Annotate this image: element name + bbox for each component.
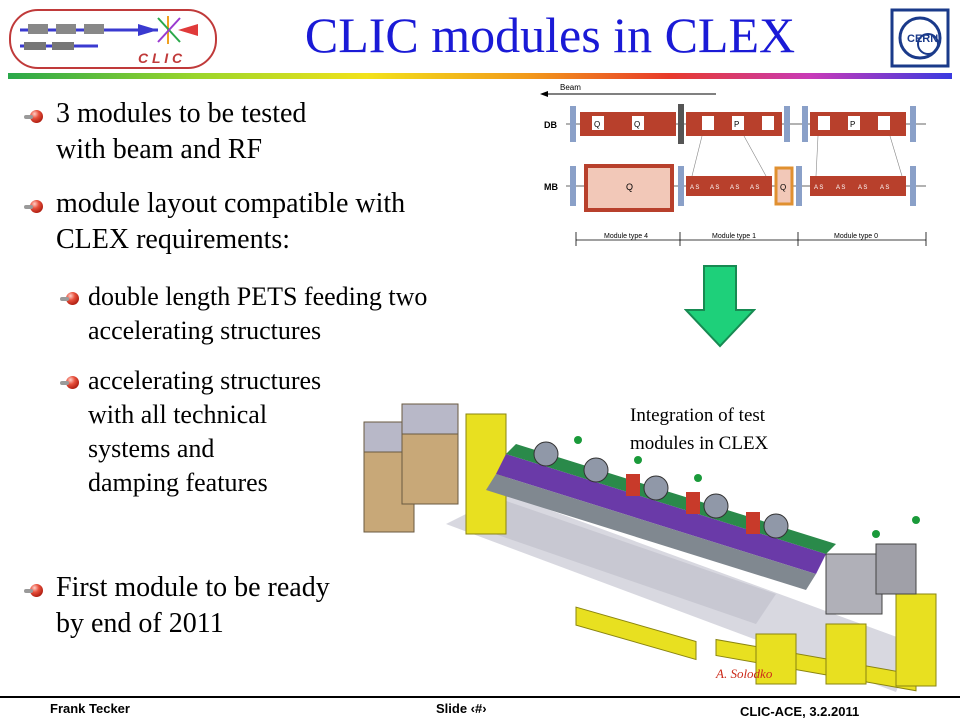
svg-text:Module type 1: Module type 1 <box>712 233 756 240</box>
svg-text:Q: Q <box>780 183 786 192</box>
cern-logo-graphic: CERN <box>890 8 950 68</box>
svg-text:A S: A S <box>858 185 867 191</box>
svg-text:Module type 4: Module type 4 <box>604 233 648 240</box>
sub-bullet-icon <box>60 292 79 305</box>
bullet-2-line-1: module layout compatible with <box>56 188 406 219</box>
svg-text:P: P <box>734 120 739 129</box>
svg-text:Beam: Beam <box>560 83 581 92</box>
bullet-icon <box>24 584 43 597</box>
sub-bullet-2-line-3: systems and <box>88 434 215 463</box>
bullet-3-line-2: by end of 2011 <box>56 608 224 639</box>
title-divider <box>8 73 952 79</box>
sub-bullet-1-line-2: accelerating structures <box>88 316 322 345</box>
svg-text:A S: A S <box>730 185 739 191</box>
bullet-1-line-2: with beam and RF <box>56 134 263 165</box>
svg-text:A S: A S <box>710 185 719 191</box>
svg-text:Module type 0: Module type 0 <box>834 233 878 240</box>
image-credit: A. Solodko <box>716 666 773 681</box>
module-layout-diagram: Beam DB MB Q Q P P Q A S A S A S A S <box>536 82 932 250</box>
sub-bullet-2-line-2: with all technical <box>88 400 268 429</box>
svg-text:DB: DB <box>544 120 557 130</box>
svg-text:P: P <box>850 120 855 129</box>
clex-integration-rendering <box>356 394 950 692</box>
footer-event: CLIC-ACE, 3.2.2011 <box>740 704 860 719</box>
cern-logo: CERN <box>890 8 950 68</box>
bullet-icon <box>24 200 43 213</box>
sub-bullet-2-line-4: damping features <box>88 468 268 497</box>
footer-slide-number: Slide ‹#› <box>436 701 487 716</box>
svg-text:C L I C: C L I C <box>138 50 183 66</box>
svg-text:Q: Q <box>626 182 633 192</box>
sub-bullet-icon <box>60 376 79 389</box>
bullet-3-line-1: First module to be ready <box>56 572 330 603</box>
page-title: CLIC modules in CLEX <box>304 7 796 63</box>
down-arrow-icon <box>683 264 757 348</box>
clic-logo-graphic: C L I C <box>9 9 217 69</box>
clic-logo: C L I C <box>8 8 218 70</box>
bullet-1-line-1: 3 modules to be tested <box>56 98 307 129</box>
svg-text:A S: A S <box>814 185 823 191</box>
svg-text:A S: A S <box>750 185 759 191</box>
svg-text:A S: A S <box>880 185 889 191</box>
footer-author: Frank Tecker <box>50 701 130 716</box>
clex-rendering-graphic <box>363 403 937 692</box>
svg-text:Q: Q <box>594 120 600 129</box>
caption-line-2: modules in CLEX <box>630 433 769 454</box>
module-layout-graphic: Beam DB MB Q Q P P Q A S A S A S A S <box>540 83 927 246</box>
bullet-2-line-2: CLEX requirements: <box>56 224 291 255</box>
integration-caption: Integration of test modules in CLEX <box>630 402 768 458</box>
footer-divider <box>0 696 960 698</box>
sub-bullet-2-line-1: accelerating structures <box>88 366 322 395</box>
svg-text:Q: Q <box>634 120 640 129</box>
bullet-icon <box>24 110 43 123</box>
svg-text:MB: MB <box>544 182 558 192</box>
caption-line-1: Integration of test <box>630 405 766 426</box>
sub-bullet-1-line-1: double length PETS feeding two <box>88 282 428 311</box>
svg-text:A S: A S <box>836 185 845 191</box>
down-arrow-graphic <box>683 265 757 348</box>
svg-text:CERN: CERN <box>907 33 938 45</box>
svg-text:A S: A S <box>690 185 699 191</box>
